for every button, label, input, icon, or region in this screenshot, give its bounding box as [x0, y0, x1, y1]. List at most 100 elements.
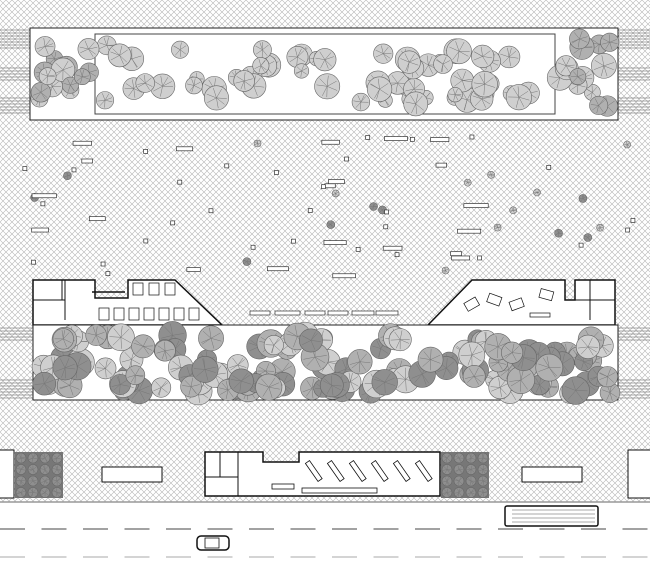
bollard: [291, 238, 296, 244]
tree: [52, 355, 78, 381]
bollard: [143, 238, 149, 244]
tree: [38, 67, 57, 85]
tree: [458, 341, 486, 369]
tree: [477, 475, 489, 487]
tree: [61, 76, 79, 94]
tree: [52, 328, 74, 350]
tree: [198, 325, 224, 352]
tree: [263, 335, 284, 356]
tree: [596, 366, 619, 388]
bollard: [143, 149, 148, 154]
bench: [375, 310, 399, 316]
tree: [180, 375, 202, 398]
tree: [27, 475, 39, 487]
bollard: [170, 220, 176, 226]
tree: [39, 487, 51, 498]
tree: [465, 452, 477, 464]
tree: [351, 92, 371, 112]
bollard: [321, 184, 326, 190]
tree: [453, 464, 465, 475]
tree: [569, 68, 587, 86]
tree: [433, 54, 453, 74]
table: [98, 307, 110, 321]
bollard: [355, 247, 361, 252]
tree: [293, 63, 310, 79]
bench: [31, 193, 57, 199]
table: [164, 282, 176, 296]
tree: [286, 46, 309, 68]
bollard: [394, 252, 400, 258]
bench: [327, 310, 349, 316]
tree: [95, 91, 115, 110]
tree: [623, 140, 631, 149]
tree: [470, 44, 495, 69]
tree: [298, 328, 323, 353]
tree: [107, 43, 132, 68]
table: [158, 307, 170, 321]
tree: [509, 206, 518, 215]
tree: [554, 228, 563, 238]
tree: [583, 233, 593, 242]
tree: [561, 376, 590, 405]
bench: [323, 240, 347, 245]
table: [486, 292, 503, 307]
tree: [125, 365, 146, 386]
tree: [465, 464, 477, 475]
tree: [30, 82, 51, 103]
tree: [347, 349, 373, 375]
bollard: [40, 201, 46, 207]
tree: [27, 464, 39, 475]
bollard: [477, 255, 483, 261]
tree: [51, 475, 63, 487]
building-edge-right: [627, 449, 650, 499]
tree: [34, 36, 56, 57]
tree: [191, 355, 219, 383]
top-trees: [30, 28, 620, 117]
tree: [397, 50, 421, 74]
bollard: [410, 136, 415, 142]
bench: [72, 140, 92, 146]
plaza-furniture: [22, 134, 636, 279]
bench: [274, 310, 301, 316]
tree: [171, 40, 189, 59]
tree: [27, 487, 39, 498]
bollard: [105, 271, 111, 276]
bench: [450, 251, 462, 257]
tree: [441, 266, 450, 275]
tree: [15, 464, 27, 475]
tree: [441, 464, 453, 475]
table: [463, 296, 481, 312]
table: [128, 307, 140, 321]
display-rack: [348, 460, 367, 483]
bollard: [31, 259, 36, 265]
tree: [39, 475, 51, 487]
bench: [267, 266, 289, 272]
tree: [569, 28, 590, 50]
tree: [252, 57, 270, 75]
bollard: [469, 134, 475, 140]
counter: [529, 312, 551, 318]
bollard: [546, 165, 552, 170]
tree: [591, 53, 617, 79]
bench: [451, 255, 471, 261]
tree: [453, 475, 465, 487]
bench: [332, 273, 356, 279]
tree: [446, 38, 472, 65]
tree: [51, 487, 63, 498]
bollard: [250, 244, 256, 250]
tree: [94, 357, 117, 380]
table: [148, 282, 160, 296]
tree: [151, 377, 172, 398]
bollard: [224, 163, 230, 169]
bench: [88, 216, 106, 222]
tree: [589, 95, 609, 115]
bench-right: [521, 466, 583, 483]
tree: [51, 464, 63, 475]
bench: [324, 183, 336, 189]
tree: [331, 189, 340, 198]
tree: [477, 464, 489, 475]
tree: [73, 68, 91, 86]
tree: [493, 223, 502, 232]
tree: [319, 373, 344, 398]
tree: [15, 475, 27, 487]
